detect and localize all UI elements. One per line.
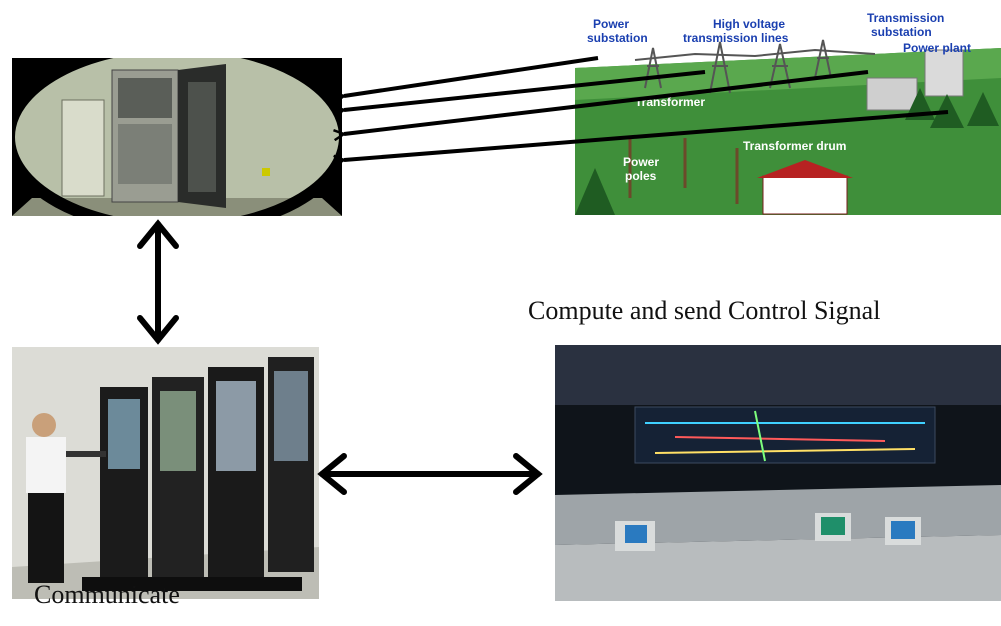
server-racks-photo — [12, 347, 319, 599]
sensor-room-photo — [12, 58, 342, 216]
label-high-voltage-lines: High voltage transmission lines — [683, 17, 789, 45]
arrow-substation-to-sensor — [344, 56, 599, 96]
label-power-plant: Power plant — [903, 41, 971, 55]
caption-compute-control-signal: Compute and send Control Signal — [528, 296, 881, 325]
label-transformer: Transformer — [635, 95, 705, 109]
double-arrow-servers-to-control — [317, 453, 543, 495]
label-power-substation: Power substation — [587, 17, 648, 45]
power-grid-illustration: Power substation High voltage transmissi… — [575, 8, 1001, 215]
caption-communicate: Communicate — [34, 580, 180, 609]
label-transformer-drum: Transformer drum — [743, 139, 846, 153]
label-transmission-substation: Transmission substation — [867, 11, 948, 39]
control-center-photo — [555, 345, 1001, 601]
double-arrow-sensor-to-servers — [137, 219, 179, 345]
